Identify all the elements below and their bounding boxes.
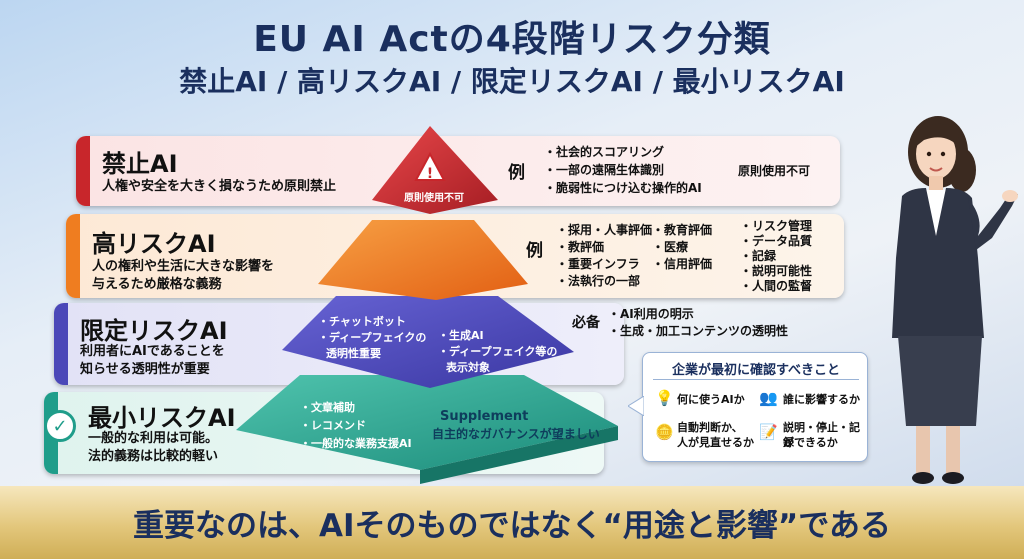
page-title: EU AI Actの4段階リスク分類 bbox=[253, 19, 771, 60]
supplement-text: 自主的なガバナンスが望ましい bbox=[432, 427, 600, 441]
prohibited-example-3: ・脆弱性につけ込む操作的AI bbox=[544, 181, 702, 195]
minimal-pyramid-left-2: ・レコメンド bbox=[300, 419, 366, 432]
limited-pyramid-left-2: ・ディープフェイクの bbox=[318, 331, 427, 344]
panel-pointer bbox=[628, 396, 644, 416]
limited-pyramid-right-3: 表示対象 bbox=[446, 361, 490, 374]
minimal-pyramid-left-1: ・文章補助 bbox=[300, 401, 355, 414]
limited-pyramid-right-1: ・生成AI bbox=[438, 329, 484, 342]
lightbulb-icon: 💡 bbox=[655, 389, 674, 407]
checklist-item-3b: 人が見直せるか bbox=[677, 436, 754, 449]
pyramid-tier-high bbox=[318, 220, 528, 300]
high-risk-example: ・重要インフラ bbox=[556, 257, 640, 271]
prohibited-example-marker: 例 bbox=[508, 163, 525, 183]
high-risk-obligation: ・記録 bbox=[740, 249, 777, 263]
high-risk-obligation: ・リスク管理 bbox=[740, 219, 813, 233]
checklist-item-4a: 説明・停止・記録 bbox=[783, 421, 860, 449]
high-risk-example: ・教育評価 bbox=[652, 223, 713, 237]
prohibited-example-2: ・一部の遠隔生体識別 bbox=[544, 163, 665, 177]
limited-risk-heading: 限定リスクAI bbox=[80, 317, 228, 345]
limited-pyramid-left-1: ・チャットボット bbox=[318, 315, 406, 328]
pyramid-prohibited-label: 原則使用不可 bbox=[404, 193, 464, 204]
pyramid-tier-limited bbox=[282, 296, 574, 388]
high-risk-example: ・信用評価 bbox=[652, 257, 713, 271]
high-risk-desc-2: 与えるため厳格な義務 bbox=[92, 277, 222, 292]
prohibited-example-1: ・社会的スコアリング bbox=[544, 145, 665, 159]
prohibited-heading: 禁止AI bbox=[102, 150, 178, 178]
checklist-item-4b: ができるか bbox=[783, 436, 838, 449]
high-risk-obligation: ・人間の監督 bbox=[740, 279, 813, 293]
high-risk-example: ・医療 bbox=[652, 240, 689, 254]
band-accent-bar bbox=[76, 136, 90, 206]
minimal-risk-heading: 最小リスクAI bbox=[88, 404, 236, 432]
high-risk-desc-1: 人の権利や生活に大きな影響を bbox=[92, 259, 275, 274]
limited-pyramid-left-3: 透明性重要 bbox=[326, 347, 381, 360]
supplement-title: Supplement bbox=[440, 409, 529, 424]
checklist-item-3a: 自動判断か、 bbox=[677, 421, 743, 434]
high-risk-obligation: ・説明可能性 bbox=[740, 264, 813, 278]
checklist-divider bbox=[653, 379, 859, 380]
limited-required-2: ・生成・加工コンテンツの透明性 bbox=[608, 324, 789, 338]
minimal-risk-desc-1: 一般的な利用は可能。 bbox=[88, 431, 219, 446]
limited-required-1: ・AI利用の明示 bbox=[608, 307, 694, 321]
people-icon: 👥 bbox=[759, 389, 778, 407]
coin-hand-icon: 🪙 bbox=[655, 423, 674, 441]
high-risk-example: ・採用・人事評価 bbox=[556, 223, 653, 237]
checklist-item-2: 誰に影響するか bbox=[783, 393, 860, 406]
band-accent-bar bbox=[66, 214, 80, 298]
high-risk-heading: 高リスクAI bbox=[92, 230, 216, 258]
prohibited-desc: 人権や安全を大きく損なうため原則禁止 bbox=[102, 179, 337, 194]
band-accent-bar bbox=[54, 303, 68, 385]
page-subtitle: 禁止AI / 高リスクAI / 限定リスクAI / 最小リスクAI bbox=[179, 65, 845, 98]
prohibited-note: 原則使用不可 bbox=[738, 164, 811, 178]
pyramid-tier-minimal-side bbox=[420, 426, 618, 484]
limited-risk-desc-1: 利用者にAIであることを bbox=[80, 344, 225, 359]
warning-icon bbox=[414, 151, 446, 181]
minimal-pyramid-left-3: ・一般的な業務支援AI bbox=[300, 437, 412, 450]
pyramid-tier-minimal bbox=[236, 375, 618, 470]
limited-pyramid-right-2: ・ディープフェイク等の bbox=[438, 345, 558, 358]
minimal-risk-desc-2: 法的義務は比較的軽い bbox=[88, 449, 219, 464]
high-risk-example-marker: 例 bbox=[526, 241, 543, 261]
warning-icon-mark: ! bbox=[427, 166, 433, 182]
high-risk-obligation: ・データ品質 bbox=[740, 234, 813, 248]
checklist-item-1: 何に使うAIか bbox=[677, 393, 745, 406]
check-icon: ✓ bbox=[44, 410, 76, 442]
high-risk-example: ・法執行の一部 bbox=[556, 274, 641, 288]
limited-required-marker: 必备 bbox=[572, 315, 600, 331]
footer-banner: 重要なのは、AIそのものではなく“用途と影響”である bbox=[0, 486, 1024, 559]
checklist-panel: 企業が最初に確認すべきこと 💡 何に使うAIか 👥 誰に影響するか 🪙 自動判断… bbox=[642, 352, 868, 462]
high-risk-example: ・教評価 bbox=[556, 240, 605, 254]
checklist-icon: 📝 bbox=[759, 423, 778, 441]
limited-risk-desc-2: 知らせる透明性が重要 bbox=[80, 362, 210, 377]
checklist-heading: 企業が最初に確認すべきこと bbox=[671, 363, 841, 378]
businesswoman-illustration bbox=[892, 116, 1018, 484]
